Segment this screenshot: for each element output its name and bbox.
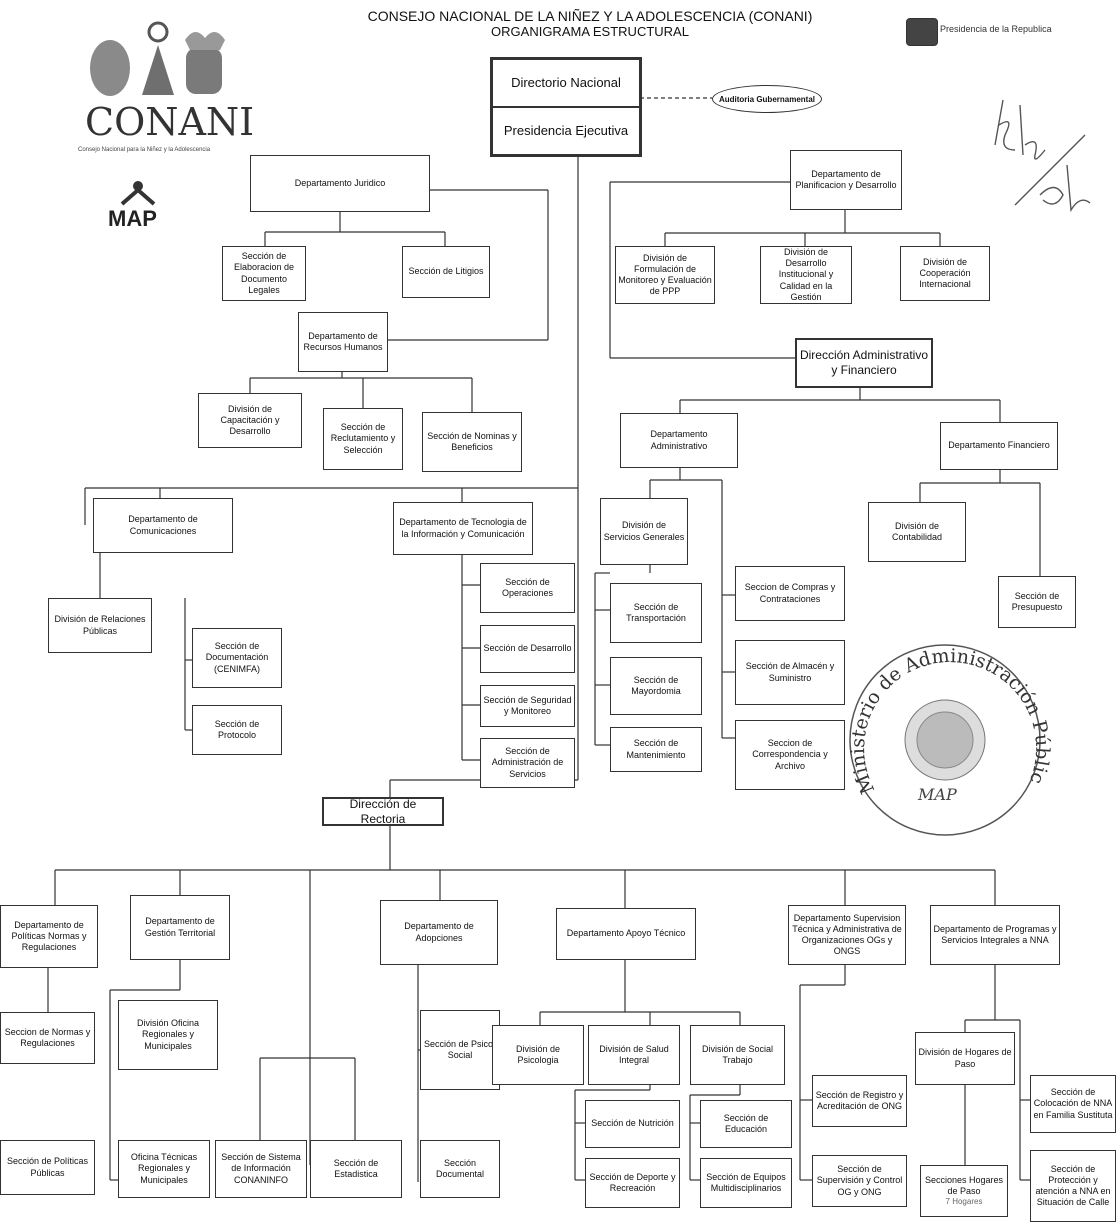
dept-supervision: Departamento Supervision Técnica y Admin… xyxy=(788,905,906,965)
sec-registro: Sección de Registro y Acreditación de ON… xyxy=(812,1075,907,1127)
secciones-hogares-paso: Secciones Hogares de Paso 7 Hogares xyxy=(920,1165,1008,1217)
sec-presupuesto: Sección de Presupuesto xyxy=(998,576,1076,628)
sec-equipos: Sección de Equipos Multidisciplinarios xyxy=(700,1158,792,1208)
sec-estadistica: Sección de Estadistica xyxy=(310,1140,402,1198)
sec-nutricion: Sección de Nutrición xyxy=(585,1100,680,1148)
directorio-presidencia-block: Directorio Nacional Presidencia Ejecutiv… xyxy=(490,57,642,157)
div-contabilidad: División de Contabilidad xyxy=(868,502,966,562)
dept-administrativo: Departamento Administrativo xyxy=(620,413,738,468)
sec-normas: Seccion de Normas y Regulaciones xyxy=(0,1012,95,1064)
sec-reclutamiento: Sección de Reclutamiento y Selección xyxy=(323,408,403,470)
sec-elaboracion: Sección de Elaboracion de Documento Lega… xyxy=(222,246,306,301)
sec-mantenimiento: Sección de Mantenimiento xyxy=(610,727,702,772)
div-formulacion: División de Formulación de Monitoreo y E… xyxy=(615,246,715,304)
div-desarrollo-institucional: División de Desarrollo Institucional y C… xyxy=(760,246,852,304)
div-relaciones-publicas: División de Relaciones Públicas xyxy=(48,598,152,653)
presidency-label: Presidencia de la Republica xyxy=(940,24,1052,34)
sec-proteccion: Sección de Protección y atención a NNA e… xyxy=(1030,1150,1116,1222)
chart-subtitle: ORGANIGRAMA ESTRUCTURAL xyxy=(491,24,689,39)
map-figure-icon xyxy=(118,180,158,206)
sec-nominas: Sección de Nominas y Beneficios xyxy=(422,412,522,472)
map-logo-text: MAP xyxy=(108,206,157,231)
dept-programas: Departamento de Programas y Servicios In… xyxy=(930,905,1060,965)
dept-financiero: Departamento Financiero xyxy=(940,422,1058,470)
directorio-nacional-box: Directorio Nacional xyxy=(493,60,639,108)
chart-title: CONSEJO NACIONAL DE LA NIÑEZ Y LA ADOLES… xyxy=(367,8,813,24)
div-salud-integral: División de Salud Integral xyxy=(588,1025,680,1085)
direccion-admin-financiero: Dirección Administrativo y Financiero xyxy=(795,338,933,388)
sec-correspondencia: Seccion de Correspondencia y Archivo xyxy=(735,720,845,790)
hogares-count: 7 Hogares xyxy=(945,1197,983,1207)
sec-desarrollo: Sección de Desarrollo xyxy=(480,625,575,673)
sec-politicas-publicas: Sección de Políticas Públicas xyxy=(0,1140,95,1195)
conani-logo-subtitle: Consejo Nacional para la Niñez y la Adol… xyxy=(78,147,211,153)
div-capacitacion: División de Capacitación y Desarrollo xyxy=(198,393,302,448)
dept-planificacion: Departamento de Planificacion y Desarrol… xyxy=(790,150,902,210)
sec-admin-servicios: Sección de Administración de Servicios xyxy=(480,738,575,788)
div-cooperacion: División de Cooperación Internacional xyxy=(900,246,990,301)
secciones-hogares-label: Secciones Hogares de Paso xyxy=(924,1174,1004,1196)
conani-figures-logo xyxy=(80,20,230,100)
sec-sistema-informacion: Sección de Sistema de Información CONANI… xyxy=(215,1140,307,1198)
sec-documentacion: Sección de Documentación (CENIMFA) xyxy=(192,628,282,688)
div-servicios-generales: División de Servicios Generales xyxy=(600,498,688,565)
handwritten-signature xyxy=(985,95,1105,225)
dept-comunicaciones: Departamento de Comunicaciones xyxy=(93,498,233,553)
div-oficina-regionales: División Oficina Regionales y Municipale… xyxy=(118,1000,218,1070)
sec-deporte: Sección de Deporte y Recreación xyxy=(585,1158,680,1208)
sec-litigios: Sección de Litigios xyxy=(402,246,490,298)
sec-seguridad: Sección de Seguridad y Monitoreo xyxy=(480,685,575,727)
div-social-trabajo: División de Social Trabajo xyxy=(690,1025,785,1085)
sec-documental: Sección Documental xyxy=(420,1140,500,1198)
sec-colocacion: Sección de Colocación de NNA en Familia … xyxy=(1030,1075,1116,1133)
dept-adopciones: Departamento de Adopciones xyxy=(380,900,498,965)
oficina-tecnicas: Oficina Técnicas Regionales y Municipale… xyxy=(118,1140,210,1198)
sec-protocolo: Sección de Protocolo xyxy=(192,705,282,755)
sec-supervision: Sección de Supervisión y Control OG y ON… xyxy=(812,1155,907,1207)
dept-juridico: Departamento Juridico xyxy=(250,155,430,212)
conani-logo-text: CONANI xyxy=(85,100,255,144)
sec-compras: Seccion de Compras y Contrataciones xyxy=(735,566,845,621)
sec-operaciones: Sección de Operaciones xyxy=(480,563,575,613)
sec-transportacion: Sección de Transportación xyxy=(610,583,702,643)
dept-rrhh: Departamento de Recursos Humanos xyxy=(298,312,388,372)
div-hogares-paso: División de Hogares de Paso xyxy=(915,1032,1015,1085)
seal-map-label: MAP xyxy=(918,785,957,804)
presidencia-ejecutiva-box: Presidencia Ejecutiva xyxy=(503,122,629,138)
direccion-rectoria: Dirección de Rectoria xyxy=(322,797,444,826)
dept-gestion-territorial: Departamento de Gestión Territorial xyxy=(130,895,230,960)
sec-almacen: Sección de Almacén y Suministro xyxy=(735,640,845,705)
dept-politicas: Departamento de Políticas Normas y Regul… xyxy=(0,905,98,968)
sec-educacion: Sección de Educación xyxy=(700,1100,792,1148)
dept-apoyo-tecnico: Departamento Apoyo Técnico xyxy=(556,908,696,960)
presidency-shield-icon xyxy=(906,18,938,46)
sec-psico-social: Sección de Psico-Social xyxy=(420,1010,500,1090)
sec-mayordomia: Sección de Mayordomia xyxy=(610,657,702,715)
div-psicologia: División de Psicologia xyxy=(492,1025,584,1085)
auditoria-ellipse: Auditoria Gubernamental xyxy=(712,85,822,113)
dept-tic: Departamento de Tecnologia de la Informa… xyxy=(393,502,533,555)
